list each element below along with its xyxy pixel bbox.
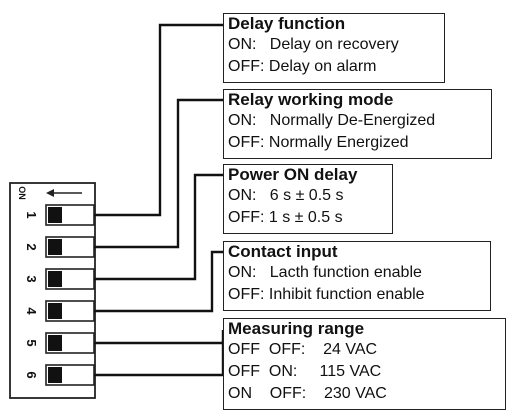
switch-number-1: 1 xyxy=(24,211,39,219)
function-title: Delay function xyxy=(228,14,346,33)
range-line-115vac: OFF ON: 115 VAC xyxy=(228,363,382,380)
connector-switch-6 xyxy=(94,340,225,377)
on-label: ON xyxy=(17,186,27,200)
connector-switch-5 xyxy=(94,330,225,345)
function-box-contact-input: Contact input ON: Lacth function enable … xyxy=(223,241,491,311)
connector-lines xyxy=(94,23,225,377)
switch-slots xyxy=(45,204,95,386)
connector-switch-4 xyxy=(94,250,223,313)
switch-number-6: 6 xyxy=(24,371,39,379)
function-title: Relay working mode xyxy=(228,90,394,109)
connector-switch-1 xyxy=(94,23,223,217)
function-box-relay-mode: Relay working mode ON: Normally De-Energ… xyxy=(223,89,492,159)
switch-number-4: 4 xyxy=(24,307,39,315)
switch-number-3: 3 xyxy=(24,275,39,283)
function-box-power-on-delay: Power ON delay ON: 6 s ± 0.5 s OFF: 1 s … xyxy=(223,164,393,234)
switch-number-5: 5 xyxy=(24,339,39,347)
switch-knob-3 xyxy=(48,271,62,287)
function-on-line: ON: Delay on recovery xyxy=(228,36,399,53)
function-off-line: OFF: Normally Energized xyxy=(228,134,409,151)
switch-knob-5 xyxy=(48,335,62,351)
range-line-24vac: OFF OFF: 24 VAC xyxy=(228,341,378,358)
function-on-line: ON: 6 s ± 0.5 s xyxy=(228,187,344,204)
connector-switch-2 xyxy=(94,98,223,249)
function-off-line: OFF: 1 s ± 0.5 s xyxy=(228,209,343,226)
switch-knob-1 xyxy=(48,207,62,223)
switch-knob-6 xyxy=(48,367,62,383)
switch-number-2: 2 xyxy=(24,243,39,251)
function-on-line: ON: Normally De-Energized xyxy=(228,112,436,129)
function-title: Measuring range xyxy=(228,319,365,338)
range-line-230vac: ON OFF: 230 VAC xyxy=(228,385,387,402)
function-box-delay: Delay function ON: Delay on recovery OFF… xyxy=(223,13,445,83)
switch-knob-2 xyxy=(48,239,62,255)
function-on-line: ON: Lacth function enable xyxy=(228,264,422,281)
function-off-line: OFF: Delay on alarm xyxy=(228,58,377,75)
arrow-head-icon xyxy=(46,189,54,197)
function-title: Power ON delay xyxy=(228,165,358,184)
switch-knob-4 xyxy=(48,303,62,319)
function-off-line: OFF: Inhibit function enable xyxy=(228,286,425,303)
connector-switch-3 xyxy=(94,173,223,281)
function-box-measuring-range: Measuring range OFF OFF: 24 VAC OFF ON: … xyxy=(223,318,506,410)
function-title: Contact input xyxy=(228,242,338,261)
